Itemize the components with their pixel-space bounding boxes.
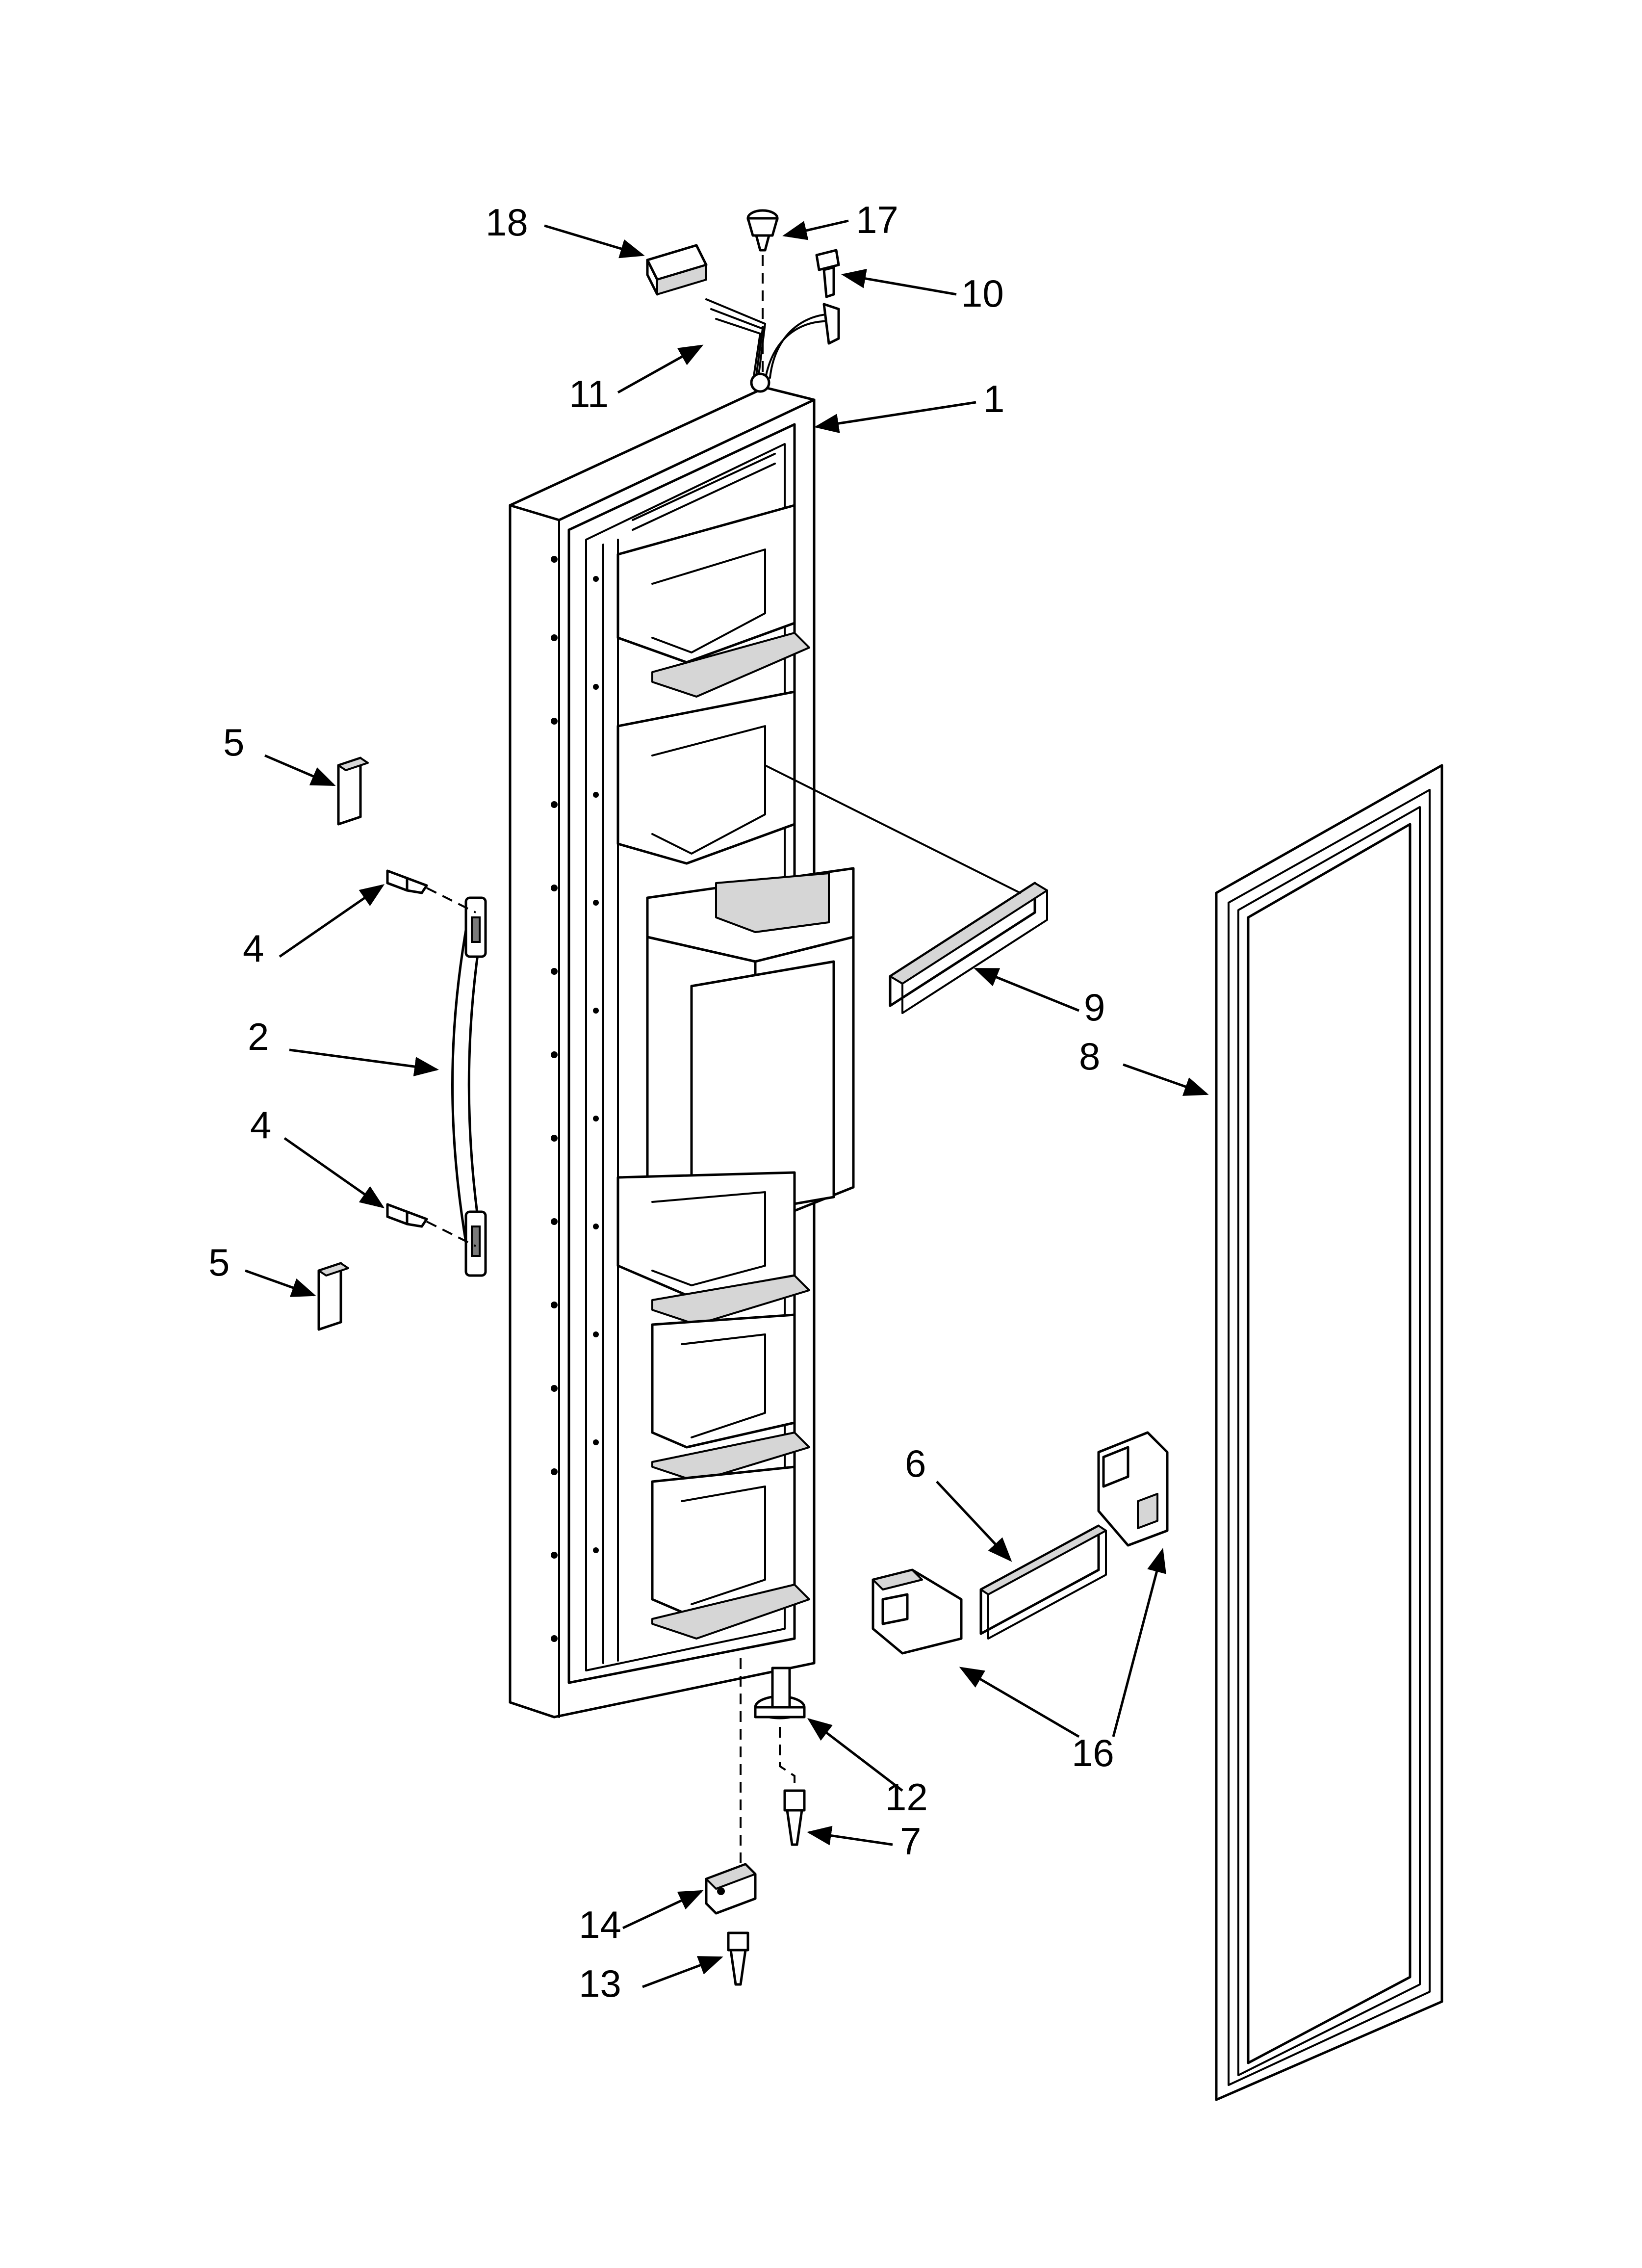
leader-16-right (1112, 1548, 1166, 1737)
bottom-hinge-bracket (705, 1658, 757, 1915)
hinge-screw (783, 1789, 806, 1846)
door-shelf-upper (616, 690, 796, 865)
callout-10: 10 (961, 272, 1004, 315)
leader-4-bottom (283, 1137, 385, 1208)
leader-10 (841, 269, 957, 296)
leader-2 (289, 1048, 439, 1076)
callout-5-bottom: 5 (208, 1241, 230, 1284)
door-shelf-top (616, 504, 810, 698)
wire-connector (646, 244, 708, 296)
leader-11 (617, 344, 704, 394)
leader-8 (1123, 1063, 1209, 1096)
bottom-hinge-pin (754, 1667, 806, 1791)
callout-14: 14 (579, 1903, 621, 1946)
leader-16-left (959, 1667, 1080, 1738)
callout-2: 2 (248, 1015, 269, 1058)
callout-11: 11 (569, 372, 609, 416)
leader-5-top (264, 754, 336, 786)
handle-end-cap-top (337, 756, 369, 826)
callout-1: 1 (983, 377, 1004, 420)
door-handle (451, 896, 487, 1277)
callout-7: 7 (900, 1820, 921, 1863)
callout-12: 12 (885, 1775, 928, 1819)
leader-1 (814, 401, 976, 433)
door-shelf-lower (651, 1313, 810, 1483)
door-screw-row (551, 556, 599, 1642)
leader-13 (642, 1956, 723, 1988)
handle-screw-bottom (386, 1203, 476, 1247)
callout-18: 18 (486, 201, 528, 244)
leader-7 (807, 1825, 893, 1846)
hinge-cover-left (872, 1568, 963, 1655)
callout-6: 6 (905, 1442, 926, 1485)
callout-9: 9 (1084, 986, 1105, 1029)
handle-screw-top (386, 869, 476, 913)
leader-4-top (279, 884, 385, 958)
bracket-screw (727, 1931, 749, 1986)
callout-labels: 1 2 4 4 5 5 6 7 8 9 10 11 12 13 14 16 17… (208, 198, 1114, 2005)
leader-5-bottom (245, 1269, 316, 1297)
leader-9 (974, 967, 1079, 1012)
callout-4-top: 4 (243, 927, 264, 970)
mounting-screw (815, 249, 840, 298)
wire-harness (705, 298, 840, 393)
hinge-trim-strip (979, 1524, 1107, 1640)
leader-14 (622, 1890, 704, 1929)
door-gasket (1215, 764, 1443, 2101)
door-switch-plunger (746, 209, 779, 373)
door-shelf-middle (616, 1171, 810, 1326)
handle-end-cap-bottom (317, 1262, 349, 1331)
leader-18 (544, 224, 645, 259)
callout-17: 17 (856, 198, 898, 241)
callout-16: 16 (1072, 1731, 1114, 1774)
callout-13: 13 (579, 1962, 621, 2005)
callout-4-bottom: 4 (250, 1103, 271, 1147)
leader-lines (245, 219, 1209, 1988)
dispenser-housing (646, 867, 855, 1228)
leader-17 (782, 219, 849, 240)
door-shelf-bottom (651, 1465, 810, 1640)
leader-6 (936, 1481, 1012, 1562)
hinge-cover-right (1097, 1431, 1169, 1547)
leader-12 (807, 1718, 903, 1792)
freezer-door (509, 386, 855, 1719)
dispenser-rail (764, 764, 1048, 1014)
callout-5-top: 5 (223, 721, 244, 764)
callout-8: 8 (1079, 1035, 1100, 1078)
